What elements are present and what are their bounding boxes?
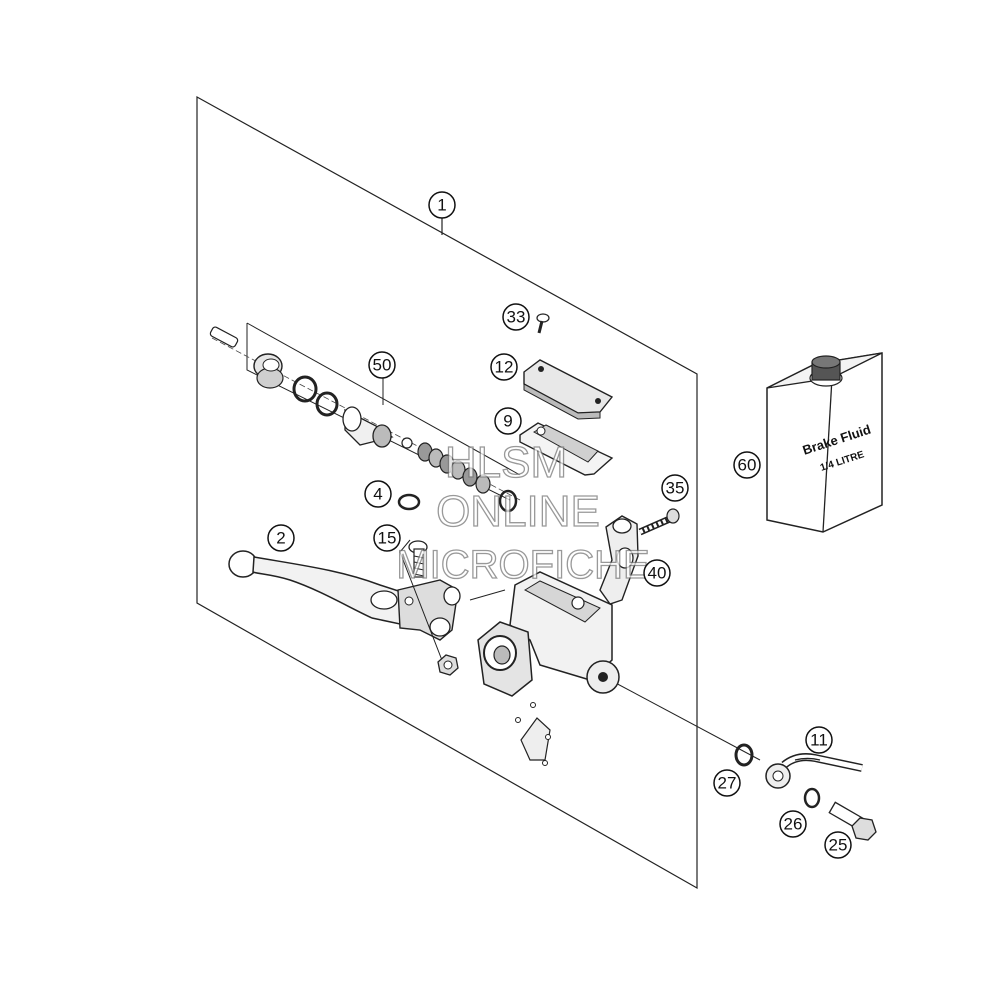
- svg-text:27: 27: [718, 774, 737, 793]
- lever-part: [228, 550, 461, 641]
- pin-part: [209, 326, 239, 348]
- watermark-line2: ONLINE: [436, 487, 600, 536]
- watermark-line3: MICROFICHE: [396, 543, 649, 587]
- diaphragm-part: [519, 422, 614, 476]
- assembly-frame: [196, 95, 698, 890]
- screw-part: [536, 313, 550, 334]
- piston-part: [342, 406, 394, 448]
- svg-text:1: 1: [437, 196, 446, 215]
- washer-part: [734, 743, 754, 767]
- callout-9: 9: [494, 407, 522, 435]
- svg-text:4: 4: [373, 485, 382, 504]
- callout-33: 33: [502, 303, 530, 331]
- banjo-bolt-part: [828, 801, 877, 841]
- brake-fluid-bottle: Brake Fluid 1/4 LITRE: [766, 352, 883, 533]
- washer-part: [803, 787, 821, 809]
- svg-text:35: 35: [666, 479, 685, 498]
- svg-text:15: 15: [378, 529, 397, 548]
- callout-1: 1: [428, 191, 456, 219]
- ring-part: [315, 391, 339, 417]
- watermark-line1: HLSM: [445, 438, 567, 487]
- svg-text:60: 60: [738, 456, 757, 475]
- callout-60: 60: [733, 451, 761, 479]
- svg-text:40: 40: [648, 564, 667, 583]
- svg-text:33: 33: [507, 308, 526, 327]
- svg-text:26: 26: [784, 815, 803, 834]
- spring-part: [417, 442, 491, 494]
- svg-text:9: 9: [503, 412, 512, 431]
- switch-bracket-part: [515, 702, 551, 766]
- callout-35: 35: [661, 474, 689, 502]
- svg-text:2: 2: [276, 529, 285, 548]
- svg-text:12: 12: [495, 358, 514, 377]
- o-ring-part: [498, 489, 518, 513]
- callout-12: 12: [490, 353, 518, 381]
- callout-25: 25: [824, 831, 852, 859]
- boot-part: [253, 353, 284, 389]
- callout-11: 11: [805, 726, 833, 754]
- callout-2: 2: [267, 524, 295, 552]
- callout-27: 27: [713, 769, 741, 797]
- callout-50: 50: [368, 351, 396, 379]
- pivot-bolt-part: [408, 540, 428, 578]
- reservoir-cover: [523, 359, 614, 420]
- svg-text:11: 11: [810, 731, 828, 750]
- callout-15: 15: [373, 524, 401, 552]
- washer-part: [397, 493, 421, 511]
- clamp-part: [599, 515, 639, 605]
- ring-part: [292, 375, 318, 403]
- callout-4: 4: [364, 480, 392, 508]
- svg-text:50: 50: [373, 356, 392, 375]
- brake-hose-part: [765, 753, 863, 789]
- svg-text:25: 25: [829, 836, 848, 855]
- callout-40: 40: [643, 559, 671, 587]
- callout-26: 26: [779, 810, 807, 838]
- master-cylinder-body: [477, 571, 620, 697]
- seal-part: [401, 437, 413, 449]
- bolt-part: [638, 508, 680, 536]
